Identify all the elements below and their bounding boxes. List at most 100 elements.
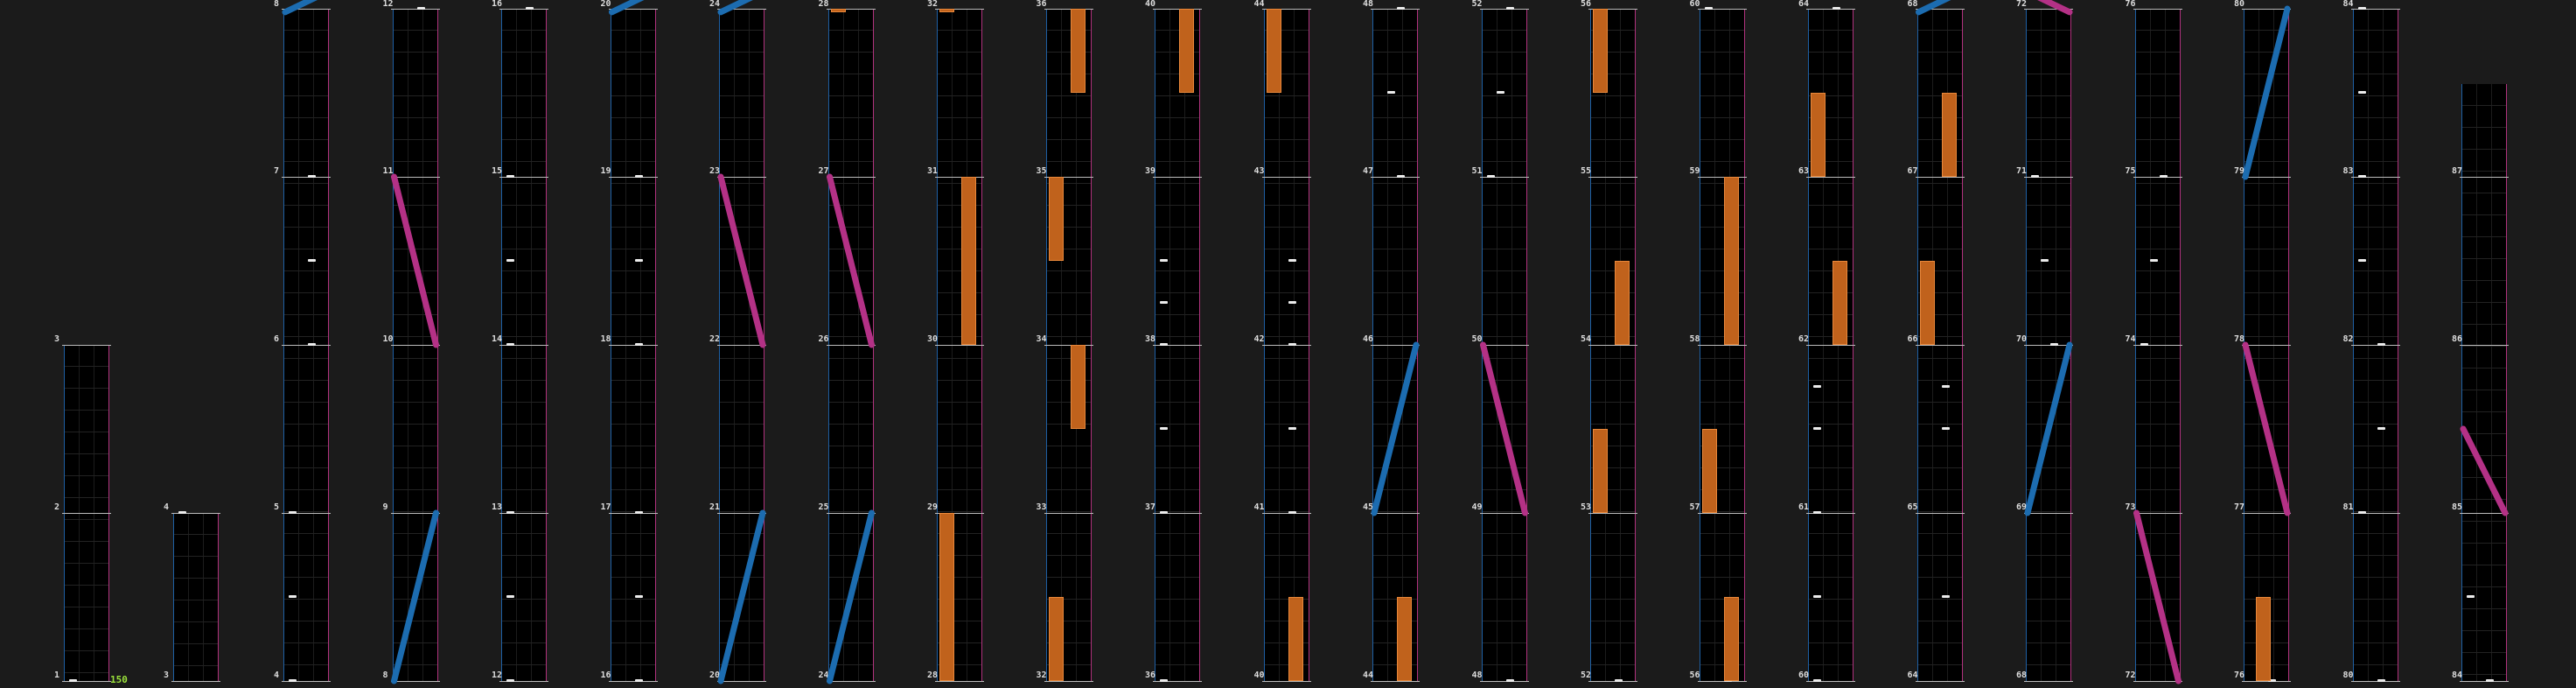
hold-note[interactable] bbox=[1397, 597, 1412, 681]
tap-note[interactable] bbox=[1397, 7, 1405, 10]
tap-note[interactable] bbox=[308, 175, 316, 178]
hold-note[interactable] bbox=[1701, 429, 1717, 513]
tap-note[interactable] bbox=[1813, 595, 1821, 598]
hold-note[interactable] bbox=[1833, 261, 1847, 345]
tap-note[interactable] bbox=[506, 679, 514, 682]
tap-note[interactable] bbox=[506, 595, 514, 598]
hold-note[interactable] bbox=[1723, 177, 1739, 345]
tap-note[interactable] bbox=[1505, 7, 1514, 10]
tap-note[interactable] bbox=[634, 679, 643, 682]
tap-note[interactable] bbox=[634, 343, 643, 346]
tap-note[interactable] bbox=[289, 511, 297, 514]
tap-note[interactable] bbox=[1160, 679, 1168, 682]
measure-line bbox=[1261, 9, 1311, 10]
tap-note[interactable] bbox=[506, 511, 514, 514]
tap-note[interactable] bbox=[416, 7, 425, 10]
tap-note[interactable] bbox=[2268, 679, 2276, 682]
tap-note[interactable] bbox=[1941, 385, 1950, 388]
tap-note[interactable] bbox=[1813, 679, 1821, 682]
tap-note[interactable] bbox=[308, 343, 316, 346]
tap-note[interactable] bbox=[289, 679, 297, 682]
tap-note[interactable] bbox=[1160, 259, 1168, 262]
hold-note[interactable] bbox=[1048, 177, 1064, 261]
tap-note[interactable] bbox=[2357, 175, 2366, 178]
tap-note[interactable] bbox=[1941, 595, 1950, 598]
tap-note[interactable] bbox=[289, 595, 297, 598]
hold-note[interactable] bbox=[830, 9, 846, 12]
tap-note[interactable] bbox=[2486, 679, 2494, 682]
tap-note[interactable] bbox=[1813, 427, 1821, 430]
tap-note[interactable] bbox=[1615, 679, 1623, 682]
hold-note[interactable] bbox=[1811, 93, 1826, 177]
tap-note[interactable] bbox=[1813, 385, 1821, 388]
tap-note[interactable] bbox=[1160, 301, 1168, 304]
tap-note[interactable] bbox=[1704, 7, 1713, 10]
tap-note[interactable] bbox=[2377, 427, 2385, 430]
tap-note[interactable] bbox=[506, 259, 514, 262]
hold-note[interactable] bbox=[1070, 345, 1086, 429]
tap-note[interactable] bbox=[2140, 343, 2148, 346]
tap-note[interactable] bbox=[1387, 91, 1395, 94]
tap-note[interactable] bbox=[2031, 175, 2039, 178]
tap-note[interactable] bbox=[1288, 427, 1296, 430]
tap-note[interactable] bbox=[2357, 91, 2366, 94]
hold-note[interactable] bbox=[1615, 261, 1630, 345]
tap-note[interactable] bbox=[2149, 259, 2158, 262]
hold-note[interactable] bbox=[961, 177, 976, 345]
measure-line bbox=[2242, 9, 2291, 10]
tap-note[interactable] bbox=[506, 343, 514, 346]
tap-note[interactable] bbox=[178, 511, 186, 514]
tap-note[interactable] bbox=[2357, 259, 2366, 262]
tap-note[interactable] bbox=[2050, 343, 2058, 346]
tap-note[interactable] bbox=[1288, 259, 1296, 262]
tap-note[interactable] bbox=[69, 679, 77, 682]
tap-note[interactable] bbox=[1813, 511, 1821, 514]
measure-line bbox=[499, 177, 548, 178]
tap-note[interactable] bbox=[634, 175, 643, 178]
tap-note[interactable] bbox=[2467, 595, 2475, 598]
measure-line bbox=[1915, 9, 1965, 10]
tap-note[interactable] bbox=[1160, 343, 1168, 346]
hold-note[interactable] bbox=[1593, 9, 1608, 93]
tap-note[interactable] bbox=[634, 595, 643, 598]
hold-note[interactable] bbox=[1070, 9, 1086, 93]
tap-note[interactable] bbox=[1160, 427, 1168, 430]
chart-column[interactable] bbox=[2461, 84, 2507, 681]
hold-note[interactable] bbox=[1941, 93, 1957, 177]
tap-note[interactable] bbox=[2357, 511, 2366, 514]
tap-note[interactable] bbox=[1496, 91, 1504, 94]
measure-number: 56 bbox=[1689, 670, 1700, 680]
hold-note[interactable] bbox=[939, 9, 954, 12]
tap-note[interactable] bbox=[2159, 175, 2168, 178]
tap-note[interactable] bbox=[506, 175, 514, 178]
tap-note[interactable] bbox=[1505, 679, 1514, 682]
tap-note[interactable] bbox=[1288, 301, 1296, 304]
tap-note[interactable] bbox=[1288, 343, 1296, 346]
hold-note[interactable] bbox=[939, 513, 954, 681]
tap-note[interactable] bbox=[2377, 679, 2385, 682]
tap-note[interactable] bbox=[2357, 7, 2366, 10]
tap-note[interactable] bbox=[308, 259, 316, 262]
tap-note[interactable] bbox=[1941, 427, 1950, 430]
tap-note[interactable] bbox=[1397, 175, 1405, 178]
tap-note[interactable] bbox=[2377, 343, 2385, 346]
measure-line bbox=[1044, 177, 1093, 178]
hold-note[interactable] bbox=[2256, 597, 2271, 681]
hold-note[interactable] bbox=[1266, 9, 1281, 93]
chart-column[interactable] bbox=[173, 513, 219, 681]
hold-note[interactable] bbox=[1288, 597, 1303, 681]
tap-note[interactable] bbox=[2041, 259, 2049, 262]
hold-note[interactable] bbox=[1048, 597, 1064, 681]
tap-note[interactable] bbox=[1288, 511, 1296, 514]
tap-note[interactable] bbox=[634, 511, 643, 514]
hold-note[interactable] bbox=[1179, 9, 1194, 93]
tap-note[interactable] bbox=[1833, 7, 1840, 10]
tap-note[interactable] bbox=[1486, 175, 1495, 178]
tap-note[interactable] bbox=[634, 259, 643, 262]
tap-note[interactable] bbox=[1160, 511, 1168, 514]
hold-note[interactable] bbox=[1919, 261, 1935, 345]
tap-note[interactable] bbox=[526, 7, 534, 10]
hold-note[interactable] bbox=[1723, 597, 1739, 681]
hold-note[interactable] bbox=[1593, 429, 1608, 513]
